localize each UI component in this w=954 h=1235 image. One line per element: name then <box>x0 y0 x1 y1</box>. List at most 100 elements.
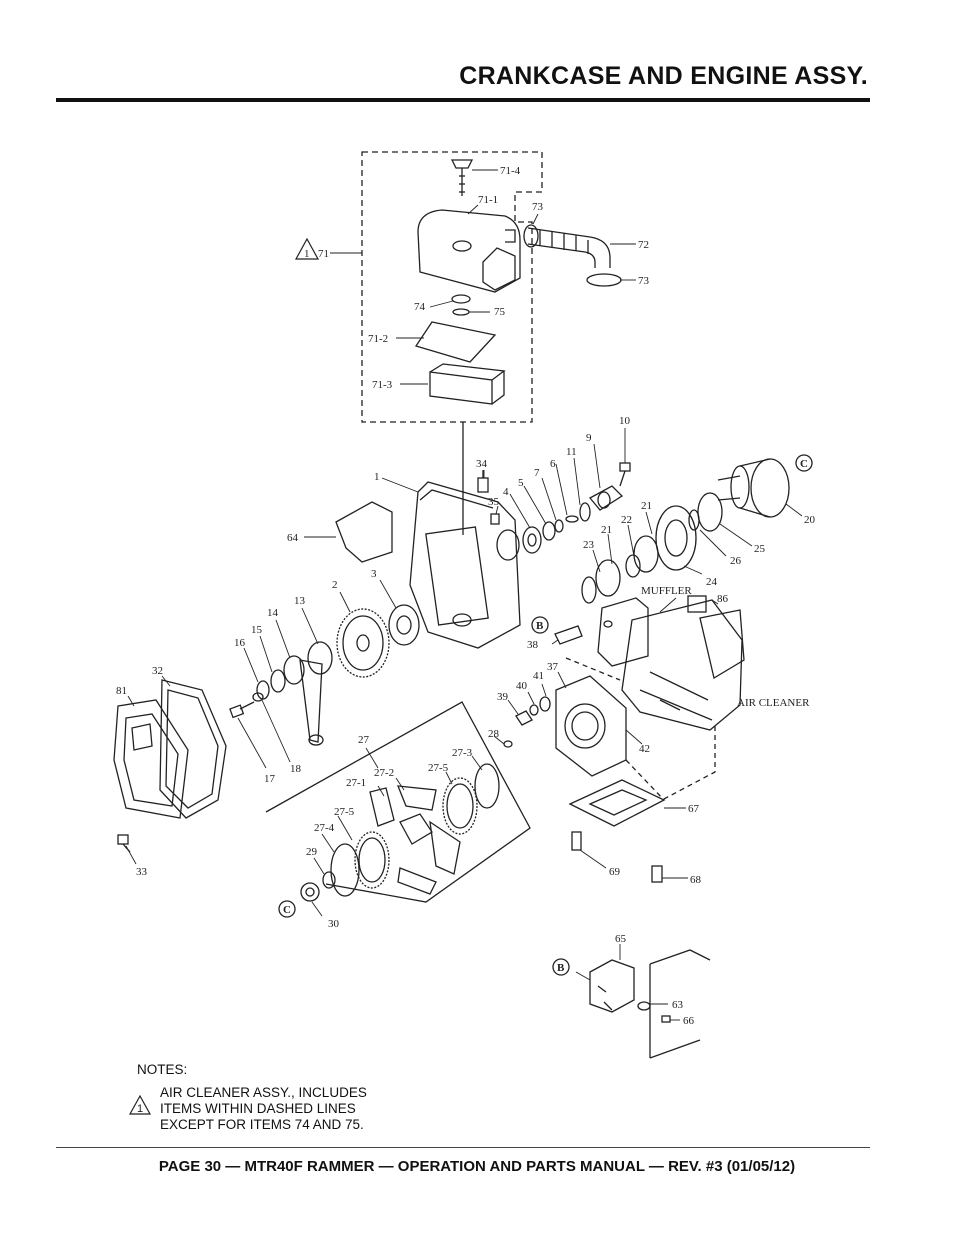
part-21-bearing-lower <box>595 559 621 597</box>
callout-65: 65 <box>615 933 627 945</box>
part-71-4-knob <box>450 159 474 196</box>
note-flag-71: 1 <box>294 237 320 260</box>
part-67-base <box>568 779 666 827</box>
note-line-1: AIR CLEANER ASSY., INCLUDES <box>160 1085 367 1100</box>
part-10-bolt <box>619 462 631 487</box>
part-3-bearing <box>388 604 420 646</box>
callout-27-5-lower: 27-5 <box>334 806 355 818</box>
part-75-seal <box>452 308 470 316</box>
callout-39: 39 <box>497 691 509 703</box>
callout-20: 20 <box>804 514 816 526</box>
svg-text:B: B <box>536 620 544 632</box>
part-63-clip <box>637 1001 651 1011</box>
callout-30: 30 <box>328 918 340 930</box>
part-27-4-plate <box>330 843 360 897</box>
callout-27: 27 <box>358 734 370 746</box>
part-17-bolt <box>229 701 255 719</box>
svg-text:1: 1 <box>304 248 310 260</box>
callout-26: 26 <box>730 555 742 567</box>
callout-10: 10 <box>619 415 631 427</box>
part-74-washer <box>451 294 471 304</box>
part-65-bracket <box>589 949 711 1059</box>
part-27-5-gear-lower <box>354 831 390 889</box>
notes-body: AIR CLEANER ASSY., INCLUDES ITEMS WITHIN… <box>160 1085 400 1133</box>
svg-text:1: 1 <box>137 1103 143 1115</box>
callout-27-5-upper: 27-5 <box>428 762 449 774</box>
callout-23: 23 <box>583 539 595 551</box>
callout-86: 86 <box>717 593 729 605</box>
callout-38: 38 <box>527 639 539 651</box>
part-26-ring <box>688 509 700 531</box>
part-18-washer <box>252 692 264 702</box>
callout-7: 7 <box>534 467 540 479</box>
part-15-washer <box>270 669 286 693</box>
callout-33: 33 <box>136 866 148 878</box>
part-14-bearing <box>283 655 305 685</box>
note-flag-icon: 1 <box>129 1095 151 1115</box>
part-69-stud <box>571 831 582 851</box>
callout-72: 72 <box>638 239 649 251</box>
footer-rule <box>56 1147 870 1148</box>
callout-21-lower: 21 <box>601 524 612 536</box>
page-footer: PAGE 30 — MTR40F RAMMER — OPERATION AND … <box>158 1158 796 1175</box>
callout-27-1: 27-1 <box>346 777 366 789</box>
marker-c-upper: C <box>795 454 813 472</box>
part-23-ring <box>581 576 597 604</box>
callout-42: 42 <box>639 743 650 755</box>
part-5-seal <box>542 521 556 541</box>
callout-37: 37 <box>547 661 559 673</box>
part-71-1-cover <box>417 209 521 293</box>
air-cleaner-boundary <box>361 151 543 423</box>
part-72-hose <box>527 227 611 268</box>
svg-text:B: B <box>557 962 565 974</box>
part-22-spacer <box>625 554 641 578</box>
marker-b-bracket: B <box>552 958 570 976</box>
part-4-bearing <box>522 526 542 554</box>
part-21-bearing <box>633 535 659 573</box>
part-shoe-lower <box>397 867 437 895</box>
callout-67: 67 <box>688 803 700 815</box>
part-1-crankcase <box>409 481 521 649</box>
part-27-5-gear-upper <box>442 777 478 835</box>
part-9-flange <box>588 485 624 511</box>
callout-73-lower: 73 <box>638 275 650 287</box>
callout-4: 4 <box>503 486 509 498</box>
svg-text:C: C <box>800 458 808 470</box>
callout-35: 35 <box>488 496 500 508</box>
callout-13: 13 <box>294 595 306 607</box>
marker-c-lower: C <box>278 900 296 918</box>
part-30-nut <box>300 882 320 902</box>
callout-74: 74 <box>414 301 426 313</box>
part-66-screw <box>661 1015 671 1023</box>
callout-14: 14 <box>267 607 279 619</box>
svg-text:C: C <box>283 904 291 916</box>
part-37-flange <box>555 675 627 777</box>
callout-68: 68 <box>690 874 702 886</box>
part-27-1-shoe <box>369 787 395 827</box>
callout-18: 18 <box>290 763 302 775</box>
part-35-plug <box>490 513 500 525</box>
part-41-washer <box>539 696 551 712</box>
callout-24: 24 <box>706 576 718 588</box>
callout-28: 28 <box>488 728 500 740</box>
callout-34: 34 <box>476 458 488 470</box>
part-27-clutch-boundary <box>265 701 531 903</box>
callout-6: 6 <box>550 458 556 470</box>
callout-71-4: 71-4 <box>500 165 521 177</box>
part-24-pulley <box>655 505 697 571</box>
part-2-gear <box>336 608 390 678</box>
callout-71-1: 71-1 <box>478 194 498 206</box>
part-25-bearing <box>697 492 723 532</box>
callout-71-2: 71-2 <box>368 333 388 345</box>
callout-muffler: MUFFLER <box>641 585 692 597</box>
callout-69: 69 <box>609 866 621 878</box>
callout-29: 29 <box>306 846 318 858</box>
callout-32: 32 <box>152 665 163 677</box>
part-71-2-gasket <box>414 321 497 363</box>
callout-81: 81 <box>116 685 127 697</box>
callout-21-upper: 21 <box>641 500 652 512</box>
callout-5: 5 <box>518 477 524 489</box>
part-34-plug <box>477 470 489 493</box>
note-line-3: EXCEPT FOR ITEMS 74 AND 75. <box>160 1117 364 1132</box>
part-71-3-element <box>429 363 506 405</box>
